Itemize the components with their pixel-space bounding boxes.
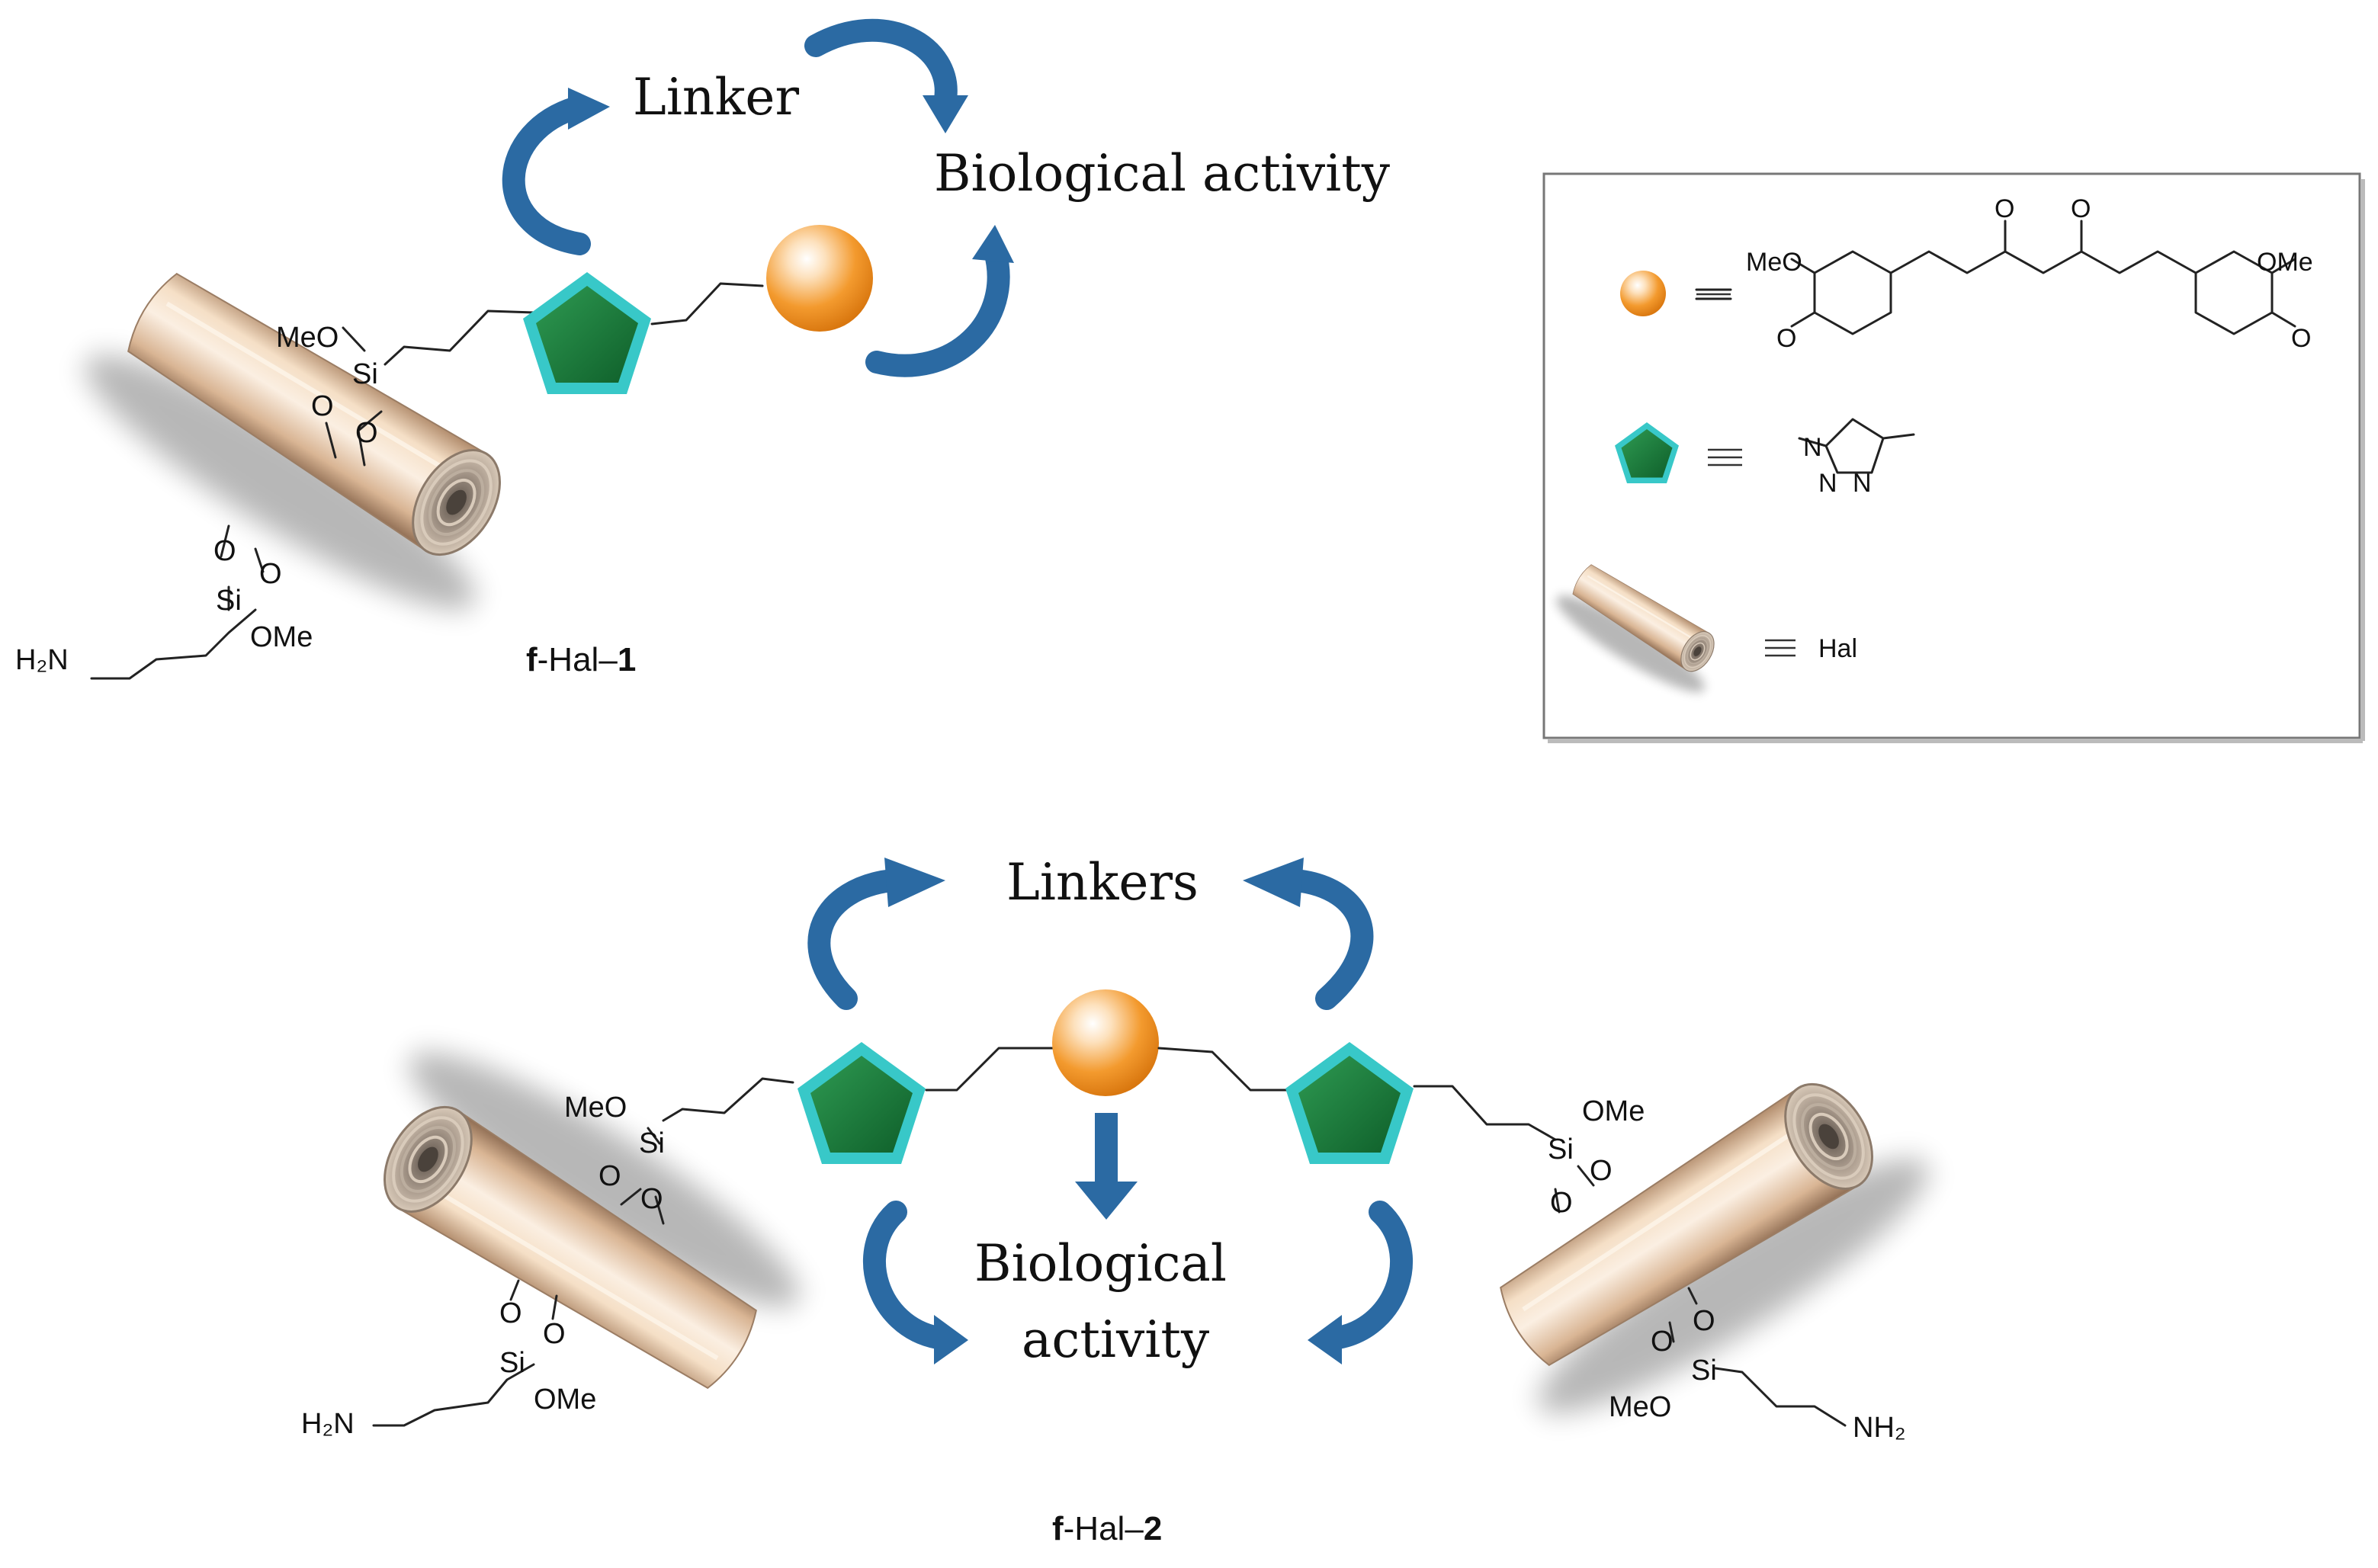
- activity-label-line1: Biological: [974, 1234, 1227, 1293]
- atom-o: O: [599, 1160, 621, 1192]
- atom-o: O: [1693, 1305, 1715, 1337]
- bottom-siloxane-bonds: [90, 524, 265, 680]
- atom-meo: MeO: [564, 1092, 627, 1124]
- linker-chain: [650, 282, 764, 325]
- atom-keto-o: O: [2071, 194, 2091, 223]
- atom-keto-o: O: [1995, 194, 2014, 223]
- equivalence-sign: [1695, 288, 1732, 300]
- arrow-head: [568, 88, 610, 130]
- halloysite-tube-left: [339, 1020, 822, 1414]
- atom-o: O: [355, 417, 378, 449]
- atom-si: Si: [1548, 1134, 1574, 1166]
- atom-o: O: [499, 1297, 522, 1329]
- atom-ome: OMe: [2257, 248, 2313, 277]
- right-bottom-siloxane-bonds: [1668, 1287, 1847, 1427]
- triazole-pentagon-right: [1285, 1042, 1414, 1164]
- atom-meo: MeO: [1746, 248, 1802, 277]
- atom-si: Si: [499, 1347, 525, 1379]
- bottom-panel: MeO Si O O O O Si OMe H₂N OMe Si O O O O…: [301, 853, 1952, 1547]
- atom-n: N: [1853, 469, 1872, 498]
- linker-chain-right: [1157, 1047, 1290, 1092]
- atom-si: Si: [352, 358, 378, 390]
- atom-amine: H₂N: [15, 644, 69, 676]
- atom-si: Si: [216, 585, 242, 617]
- atom-o: O: [213, 535, 236, 567]
- atom-si: Si: [639, 1127, 665, 1159]
- atom-n: N: [1803, 433, 1822, 462]
- curved-arrow: [807, 869, 903, 1010]
- arrow-head: [934, 1315, 968, 1364]
- atom-o: O: [1550, 1187, 1573, 1219]
- arrow-head: [1308, 1315, 1342, 1364]
- halloysite-tube: [62, 248, 544, 642]
- legend-sphere: [1620, 271, 1666, 316]
- left-bottom-siloxane-bonds: [372, 1279, 558, 1427]
- triazole-structure: [1798, 418, 1915, 474]
- arrow-head: [923, 95, 968, 133]
- atom-amine: H₂N: [301, 1408, 355, 1440]
- atom-ome: OMe: [1582, 1095, 1645, 1127]
- curved-arrow: [804, 18, 958, 111]
- arrow-head: [1075, 1182, 1138, 1220]
- equivalence-sign: [1708, 448, 1742, 467]
- atom-o: O: [1590, 1155, 1613, 1187]
- atom-amine: NH₂: [1853, 1412, 1906, 1444]
- curved-arrow: [1285, 869, 1374, 1010]
- atom-o: O: [640, 1183, 663, 1215]
- atom-o: O: [2291, 324, 2311, 353]
- legend-box: MeO OMe O O O O N N N Hal: [1542, 172, 2365, 743]
- curcumin-sphere: [1052, 989, 1159, 1096]
- activity-label: Biological activity: [934, 144, 1391, 203]
- linker-label: Linker: [633, 68, 799, 127]
- triazole-pentagon-left: [797, 1042, 926, 1164]
- arrow-head: [972, 225, 1014, 263]
- linkers-label: Linkers: [1006, 853, 1199, 912]
- atom-o: O: [1776, 324, 1796, 353]
- atom-o: O: [1651, 1326, 1674, 1358]
- equivalence-sign: [1765, 639, 1796, 657]
- atom-ome: OMe: [534, 1384, 596, 1416]
- arrow-head: [1243, 858, 1304, 907]
- curcumin-structure: [1790, 220, 2296, 335]
- halloysite-tube-right: [1468, 1052, 1951, 1446]
- hal-label: Hal: [1818, 634, 1857, 663]
- atom-n: N: [1818, 469, 1837, 498]
- arrow-head: [884, 858, 945, 907]
- curved-arrow: [865, 240, 1010, 377]
- right-siloxane-bonds: [1413, 1085, 1595, 1214]
- curved-arrow: [502, 95, 591, 255]
- straight-arrow: [1095, 1113, 1118, 1189]
- curved-arrow: [863, 1201, 949, 1349]
- atom-ome: OMe: [250, 621, 313, 653]
- atom-meo: MeO: [1609, 1391, 1671, 1423]
- atom-o: O: [543, 1318, 566, 1350]
- atom-meo: MeO: [276, 322, 339, 354]
- atom-o: O: [259, 558, 282, 590]
- top-panel: MeO Si O O O O Si OMe H₂N Linker Biologi…: [15, 18, 1391, 680]
- left-siloxane-bonds: [620, 1077, 794, 1225]
- siloxane-bonds: [325, 326, 383, 467]
- atom-si: Si: [1691, 1355, 1717, 1387]
- atom-o: O: [311, 390, 334, 422]
- curcumin-sphere: [766, 225, 873, 332]
- propyl-linker-chain: [383, 309, 535, 366]
- activity-label-line2: activity: [1022, 1310, 1210, 1369]
- linker-chain-left: [925, 1047, 1057, 1092]
- compound-label: f-Hal–1: [526, 641, 636, 678]
- compound-label: f-Hal–2: [1052, 1510, 1162, 1547]
- curved-arrow: [1327, 1201, 1413, 1349]
- triazole-pentagon: [523, 272, 651, 394]
